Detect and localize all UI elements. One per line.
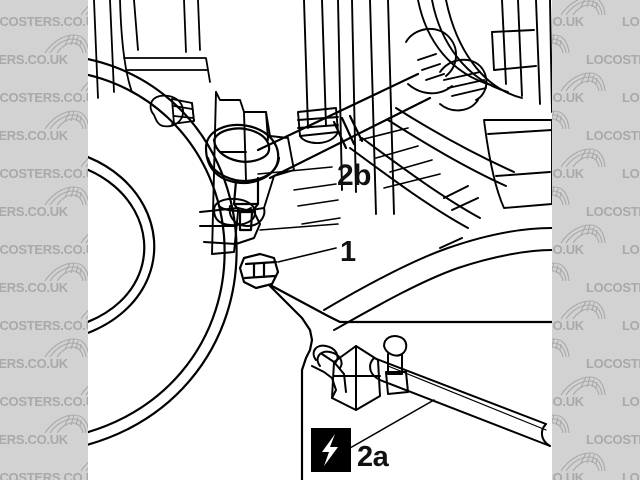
- watermark-tile: LOCOSTERS.CO.UK: [586, 30, 640, 68]
- watermark-text: LOCOSTERS.CO.UK: [586, 432, 640, 447]
- watermark-logo-icon: [560, 451, 606, 473]
- watermark-tile: LOCOSTERS.CO.UK: [622, 220, 640, 258]
- watermark-text: LOCOSTERS.CO.UK: [622, 318, 640, 333]
- watermark-text: LOCOSTERS.CO.UK: [586, 280, 640, 295]
- watermark-logo-icon: [560, 299, 606, 321]
- watermark-text: LOCOSTERS.CO.UK: [622, 394, 640, 409]
- watermark-logo-icon: [44, 413, 90, 435]
- watermark-text: LOCOSTERS.CO.UK: [0, 318, 104, 333]
- watermark-logo-icon: [44, 185, 90, 207]
- watermark-text: LOCOSTERS.CO.UK: [586, 52, 640, 67]
- knuckle-hex-nut: [213, 197, 257, 227]
- watermark-tile: LOCOSTERS.CO.UK: [0, 334, 106, 372]
- strut-tower-panel: [93, 0, 211, 99]
- watermark-tile: LOCOSTERS.CO.UK: [622, 0, 640, 30]
- leader-lines: [257, 127, 441, 263]
- watermark-tile: LOCOSTERS.CO.UK: [0, 106, 106, 144]
- watermark-tile: LOCOSTERS.CO.UK: [586, 182, 640, 220]
- watermark-tile: LOCOSTERS.CO.UK: [586, 258, 640, 296]
- watermark-text: LOCOSTERS.CO.UK: [0, 394, 104, 409]
- castellated-nut: [238, 252, 280, 290]
- watermark-tile: LOCOSTERS.CO.UK: [586, 410, 640, 448]
- watermark-logo-icon: [44, 337, 90, 359]
- watermark-text: LOCOSTERS.CO.UK: [0, 242, 104, 257]
- watermark-logo-icon: [560, 147, 606, 169]
- watermark-tile: LOCOSTERS.CO.UK: [622, 68, 640, 106]
- special-tool-badge: [311, 428, 351, 472]
- watermark-text: LOCOSTERS.CO.UK: [0, 166, 104, 181]
- ball-joint-boot: [405, 27, 488, 112]
- watermark-text: LOCOSTERS.CO.UK: [0, 14, 104, 29]
- watermark-text: LOCOSTERS.CO.UK: [586, 128, 640, 143]
- watermark-tile: LOCOSTERS.CO.UK: [622, 144, 640, 182]
- watermark-text: LOCOSTERS.CO.UK: [622, 14, 640, 29]
- watermark-text: LOCOSTERS.CO.UK: [622, 90, 640, 105]
- control-arm-boss: [483, 119, 552, 209]
- watermark-tile: LOCOSTERS.CO.UK: [622, 372, 640, 410]
- watermark-logo-icon: [560, 223, 606, 245]
- callout-label-1: 1: [340, 236, 356, 268]
- watermark-text: LOCOSTERS.CO.UK: [586, 356, 640, 371]
- watermark-tile: LOCOSTERS.CO.UK: [586, 334, 640, 372]
- steering-knuckle-arm: [199, 205, 266, 245]
- watermark-tile: LOCOSTERS.CO.UK: [622, 296, 640, 334]
- inset-bracket: [268, 284, 552, 480]
- watermark-text: LOCOSTERS.CO.UK: [0, 204, 68, 219]
- watermark-logo-icon: [560, 375, 606, 397]
- watermark-logo-icon: [560, 71, 606, 93]
- watermark-logo-icon: [560, 0, 606, 17]
- watermark-tile: LOCOSTERS.CO.UK: [0, 182, 106, 220]
- watermark-tile: LOCOSTERS.CO.UK: [0, 258, 106, 296]
- watermark-text: LOCOSTERS.CO.UK: [0, 90, 104, 105]
- watermark-text: LOCOSTERS.CO.UK: [622, 166, 640, 181]
- callout-label-2b: 2b: [337, 159, 372, 192]
- lower-control-arm: [323, 107, 552, 331]
- watermark-tile: LOCOSTERS.CO.UK: [586, 106, 640, 144]
- track-rod-end-ball-joint: [204, 123, 281, 232]
- watermark-tile: LOCOSTERS.CO.UK: [0, 410, 106, 448]
- watermark-text: LOCOSTERS.CO.UK: [0, 470, 104, 480]
- mounting-bolt: [149, 94, 195, 128]
- watermark-text: LOCOSTERS.CO.UK: [0, 280, 68, 295]
- watermark-text: LOCOSTERS.CO.UK: [0, 432, 68, 447]
- watermark-logo-icon: [44, 109, 90, 131]
- watermark-logo-icon: [44, 33, 90, 55]
- watermark-tile: LOCOSTERS.CO.UK: [0, 30, 106, 68]
- callout-label-2a: 2a: [357, 441, 389, 473]
- suspension-line-drawing: [88, 0, 552, 480]
- chassis-leg: [417, 0, 552, 113]
- watermark-text: LOCOSTERS.CO.UK: [0, 128, 68, 143]
- watermark-text: LOCOSTERS.CO.UK: [622, 470, 640, 480]
- diagram-panel: [88, 0, 552, 480]
- watermark-text: LOCOSTERS.CO.UK: [622, 242, 640, 257]
- watermark-text: LOCOSTERS.CO.UK: [586, 204, 640, 219]
- ball-joint-separator-tool: [311, 335, 551, 449]
- watermark-text: LOCOSTERS.CO.UK: [0, 52, 68, 67]
- watermark-text: LOCOSTERS.CO.UK: [0, 356, 68, 371]
- track-rod: [256, 72, 432, 180]
- watermark-tile: LOCOSTERS.CO.UK: [622, 448, 640, 480]
- watermark-logo-icon: [44, 261, 90, 283]
